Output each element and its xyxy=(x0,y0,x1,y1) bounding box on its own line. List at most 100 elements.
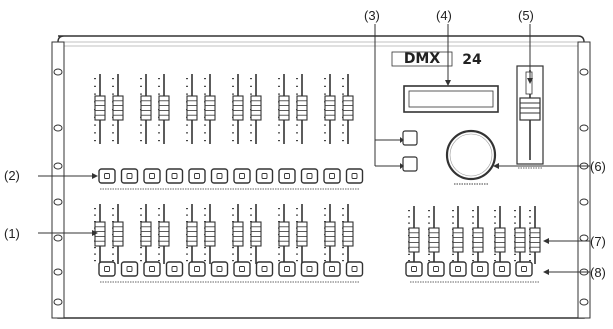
fader-icon xyxy=(408,227,420,253)
upper-fader xyxy=(232,74,244,144)
upper-fader xyxy=(140,74,152,144)
callout-3: (3) xyxy=(364,8,380,23)
mounting-hole-icon xyxy=(53,124,63,132)
mode-button-down xyxy=(402,156,418,172)
flash-button-icon xyxy=(278,168,296,184)
fader-icon xyxy=(452,227,464,253)
fader-bank-upper xyxy=(94,74,354,144)
mounting-hole-icon xyxy=(53,68,63,76)
button-row-lower xyxy=(98,261,364,283)
fader-icon xyxy=(232,221,244,247)
fader-icon xyxy=(158,221,170,247)
fader-icon xyxy=(94,221,106,247)
mounting-hole-icon xyxy=(579,234,589,242)
flash-button-icon xyxy=(255,168,274,184)
fader-icon xyxy=(140,95,152,121)
lower-fader xyxy=(296,204,308,264)
flash-button-icon xyxy=(323,168,341,184)
lower-fader xyxy=(232,204,244,264)
rack-ear-left xyxy=(51,41,65,319)
right-fader xyxy=(452,206,464,264)
callout-4: (4) xyxy=(436,8,452,23)
flash-button-icon xyxy=(165,261,184,277)
upper-fader xyxy=(342,74,354,144)
upper-fader xyxy=(94,74,106,144)
flash-button-icon xyxy=(345,168,364,184)
fader-icon xyxy=(428,227,440,253)
flash-button-icon xyxy=(345,261,364,277)
flash-button-icon xyxy=(120,168,139,184)
lower-fader xyxy=(324,204,336,264)
callout-1: (1) xyxy=(4,226,20,241)
right-fader xyxy=(494,206,506,264)
lower-fader xyxy=(158,204,170,264)
fader-icon xyxy=(324,221,336,247)
fader-bank-right xyxy=(408,206,541,264)
flash-button-icon xyxy=(405,261,423,277)
mounting-hole-icon xyxy=(53,198,63,206)
fader-icon xyxy=(186,95,198,121)
fader-icon xyxy=(324,95,336,121)
right-fader xyxy=(514,206,526,264)
fader-icon xyxy=(112,221,124,247)
lower-fader xyxy=(186,204,198,264)
right-fader xyxy=(408,206,420,264)
right-fader xyxy=(472,206,484,264)
button-row-upper xyxy=(98,168,364,190)
upper-fader xyxy=(158,74,170,144)
lower-fader xyxy=(342,204,354,264)
mode-buttons xyxy=(402,130,418,172)
lower-fader xyxy=(94,204,106,264)
brand-logo: DMX 24 xyxy=(391,51,482,68)
upper-fader xyxy=(296,74,308,144)
flash-button-icon xyxy=(188,168,206,184)
fader-icon xyxy=(112,95,124,121)
lower-fader xyxy=(204,204,216,264)
fader-icon xyxy=(278,221,290,247)
callout-5: (5) xyxy=(518,8,534,23)
flash-button-icon xyxy=(471,261,489,277)
mounting-hole-icon xyxy=(53,268,63,276)
flash-button-icon xyxy=(278,261,296,277)
flash-button-icon xyxy=(143,261,161,277)
lower-fader xyxy=(140,204,152,264)
callout-7: (7) xyxy=(590,234,606,249)
flash-button-icon xyxy=(210,261,229,277)
flash-button-icon xyxy=(515,261,533,277)
flash-button-icon xyxy=(300,261,319,277)
mounting-hole-icon xyxy=(53,298,63,306)
jog-wheel-icon xyxy=(445,129,497,185)
flash-button-icon xyxy=(210,168,229,184)
fader-icon xyxy=(278,95,290,121)
flash-button-icon xyxy=(300,168,319,184)
fader-icon xyxy=(204,221,216,247)
fader-icon xyxy=(204,95,216,121)
flash-button-icon xyxy=(143,168,161,184)
flash-button-icon xyxy=(449,261,467,277)
mounting-hole-icon xyxy=(579,298,589,306)
flash-button-icon xyxy=(493,261,511,277)
right-fader xyxy=(428,206,440,264)
flash-button-icon xyxy=(165,168,184,184)
fader-bank-lower xyxy=(94,204,354,264)
fader-icon xyxy=(472,227,484,253)
button-row-right xyxy=(405,261,540,283)
lower-fader xyxy=(112,204,124,264)
callout-6: (6) xyxy=(590,159,606,174)
fader-icon xyxy=(296,95,308,121)
callout-2: (2) xyxy=(4,168,20,183)
callout-8: (8) xyxy=(590,265,606,280)
model-number: 24 xyxy=(462,52,482,68)
fader-icon xyxy=(342,95,354,121)
brand-logo-text: DMX xyxy=(404,51,441,67)
flash-button-icon xyxy=(427,261,445,277)
flash-button-icon xyxy=(255,261,274,277)
fader-icon xyxy=(158,95,170,121)
fader-icon xyxy=(529,227,541,253)
flash-button-icon xyxy=(323,261,341,277)
lcd-display-icon xyxy=(403,85,499,113)
flash-button-icon xyxy=(120,261,139,277)
callout-leaders xyxy=(38,24,590,275)
